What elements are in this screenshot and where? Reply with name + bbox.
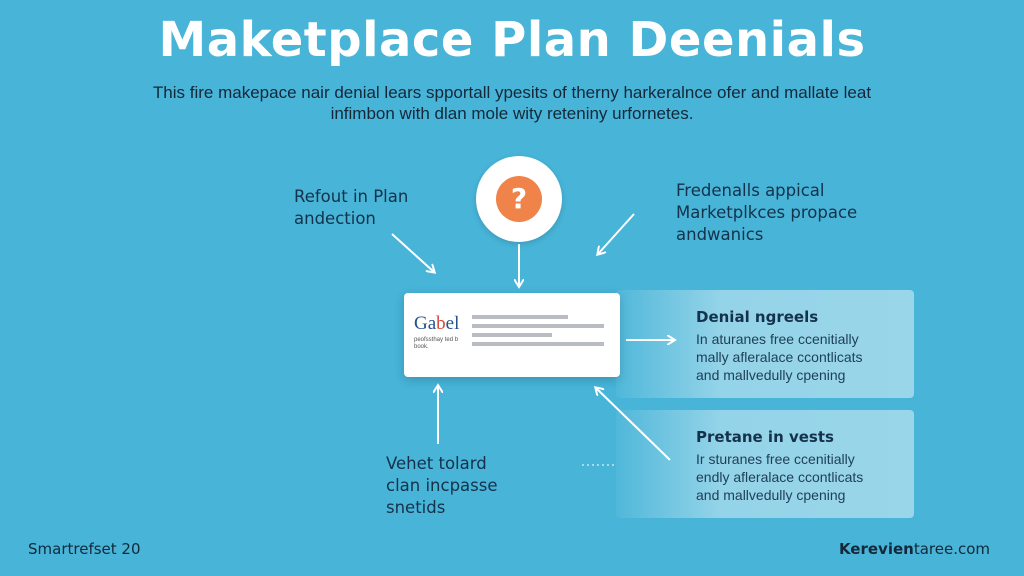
arrow-left-label-to-doc: [391, 233, 434, 272]
label-bottom-line: Vehet tolard: [386, 454, 487, 473]
arrow-right-label-to-doc: [598, 213, 635, 254]
panel-title: Pretane in vests: [696, 428, 834, 446]
info-panel-pretane: Pretane in vests Ir sturanes free ccenit…: [616, 410, 914, 518]
document-small-text: peofssthay ted b book.: [414, 337, 459, 350]
document-text-line: [472, 315, 568, 319]
label-bottom: Vehet tolard clan incpasse snetids: [386, 453, 498, 519]
panel-body-line: Ir sturanes free ccenitially: [696, 451, 855, 467]
info-panel-denial: Denial ngreels In aturanes free ccenitia…: [616, 290, 914, 398]
label-left-line: andection: [294, 209, 376, 228]
question-badge: ?: [476, 156, 562, 242]
document-logo: Gabel: [414, 313, 460, 334]
label-left: Refout in Plan andection: [294, 186, 408, 230]
panel-body-line: endly afleralace ccontlicats: [696, 469, 864, 485]
label-left-line: Refout in Plan: [294, 187, 409, 206]
document-text-line: [472, 324, 604, 328]
page-title: Maketplace Plan Deenials: [158, 12, 866, 68]
question-icon: ?: [496, 176, 542, 222]
panel-body: Ir sturanes free ccenitially endly afler…: [696, 450, 906, 504]
panel-body-line: and mallvedully cpening: [696, 367, 846, 383]
panel-body-line: In aturanes free ccenitially: [696, 331, 859, 347]
footer-website[interactable]: Kerevientaree.com: [838, 540, 990, 558]
footer-brand-left: Smartrefset 20: [28, 540, 141, 558]
page-subtitle: This fire makepace nair denial lears spp…: [152, 83, 872, 123]
panel-body-line: and mallvedully cpening: [696, 487, 846, 503]
panel-body: In aturanes free ccenitially mally afler…: [696, 330, 906, 384]
label-right: Fredenalls appical Marketplkces propace …: [676, 180, 857, 246]
panel-body-line: mally afleralace ccontlicats: [696, 349, 863, 365]
document-text-line: [472, 333, 552, 337]
document-card: Gabel peofssthay ted b book.: [404, 293, 620, 377]
label-right-line: Fredenalls appical: [676, 181, 825, 200]
label-bottom-line: clan incpasse: [386, 476, 498, 495]
label-bottom-line: snetids: [386, 498, 446, 517]
label-right-line: Marketplkces propace: [676, 203, 858, 222]
label-right-line: andwanics: [676, 225, 764, 244]
arrow-panel2-to-doc: [596, 388, 671, 461]
document-text-line: [472, 342, 604, 346]
panel-title: Denial ngreels: [696, 308, 819, 326]
